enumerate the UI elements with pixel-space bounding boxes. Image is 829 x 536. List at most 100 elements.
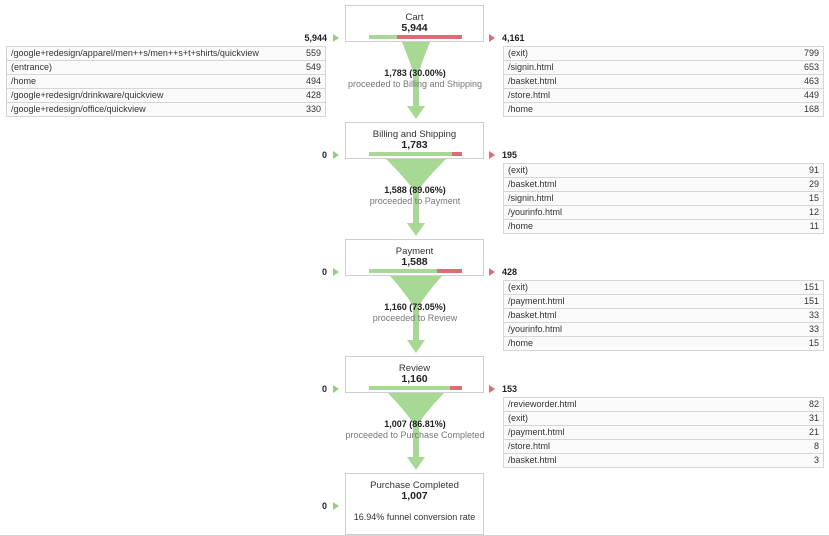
proceed-destination: proceeded to Payment [369, 196, 461, 206]
table-row[interactable]: /yourinfo.html 12 [503, 206, 824, 220]
row-label: /store.html [508, 90, 551, 100]
row-label: (exit) [508, 282, 528, 292]
row-label: (entrance) [11, 62, 53, 72]
row-value: 428 [305, 90, 321, 100]
entry-count: 0 [321, 384, 327, 394]
entry-arrow-icon [333, 268, 339, 276]
proceed-count: 1,160 (73.05%) [384, 302, 446, 312]
row-value: 168 [803, 104, 819, 114]
proceed-count: 1,783 (30.00%) [384, 68, 446, 78]
row-value: 21 [808, 427, 819, 437]
row-label: /yourinfo.html [508, 207, 563, 217]
table-row[interactable]: /basket.html 29 [503, 178, 824, 192]
bar-exit-fill [451, 152, 462, 156]
funnel-step-purchase-completed[interactable]: Purchase Completed 1,007 16.94% funnel c… [345, 473, 484, 535]
row-label: (exit) [508, 48, 528, 58]
row-label: /store.html [508, 441, 551, 451]
funnel-step-review[interactable]: Review 1,160 [345, 356, 484, 393]
funnel-shape-icon [386, 159, 446, 236]
row-label: /google+redesign/office/quickview [11, 104, 146, 114]
proceed-destination: proceeded to Review [372, 313, 458, 323]
entry-count: 0 [321, 150, 327, 160]
bar-proceed-fill [369, 35, 397, 39]
funnel-step-cart[interactable]: Cart 5,944 [345, 5, 484, 42]
row-value: 151 [803, 282, 819, 292]
table-row[interactable]: (exit)91 [503, 164, 824, 178]
step-count: 1,588 [401, 256, 428, 268]
row-value: 151 [803, 296, 819, 306]
step-bar [369, 386, 462, 390]
table-row[interactable]: /store.html 8 [503, 440, 824, 454]
funnel-connector-1 [386, 42, 446, 122]
exit-table-review: /revieworder.html 82 (exit)31 /payment.ht… [503, 397, 824, 468]
table-row[interactable]: (exit)31 [503, 412, 824, 426]
row-label: /basket.html [508, 455, 557, 465]
bar-exit-fill [449, 386, 462, 390]
table-row[interactable]: /google+redesign/apparel/men++s/men++s+t… [6, 47, 326, 61]
step-bar [369, 35, 462, 39]
row-label: /signin.html [508, 62, 554, 72]
row-value: 33 [808, 324, 819, 334]
table-row[interactable]: (exit)799 [503, 47, 824, 61]
table-row[interactable]: (entrance)549 [6, 61, 326, 75]
step-bar [369, 269, 462, 273]
step-count: 5,944 [401, 22, 428, 34]
step-name: Purchase Completed [370, 480, 459, 491]
table-row[interactable]: /revieworder.html 82 [503, 398, 824, 412]
row-label: /revieworder.html [508, 399, 577, 409]
funnel-shape-icon [390, 276, 442, 353]
row-value: 12 [808, 207, 819, 217]
exit-arrow-icon [489, 385, 495, 393]
row-label: /basket.html [508, 310, 557, 320]
funnel-step-payment[interactable]: Payment 1,588 [345, 239, 484, 276]
table-row[interactable]: /yourinfo.html 33 [503, 323, 824, 337]
entry-arrow-icon [333, 34, 339, 42]
proceed-destination: proceeded to Billing and Shipping [347, 79, 483, 89]
table-row[interactable]: /google+redesign/office/quickview 330 [6, 103, 326, 117]
exit-arrow-icon [489, 151, 495, 159]
row-value: 8 [813, 441, 819, 451]
row-label: (exit) [508, 413, 528, 423]
row-label: /basket.html [508, 179, 557, 189]
exit-arrow-icon [489, 34, 495, 42]
step-name: Review [398, 363, 431, 374]
entry-arrow-icon [333, 151, 339, 159]
row-label: /google+redesign/apparel/men++s/men++s+t… [11, 48, 259, 58]
proceed-label-2: 1,588 (89.06%) proceeded to Payment [345, 185, 485, 206]
proceed-label-3: 1,160 (73.05%) proceeded to Review [345, 302, 485, 323]
exit-count: 153 [502, 384, 518, 394]
bar-exit-fill [436, 269, 462, 273]
entry-count: 0 [321, 501, 327, 511]
row-label: /yourinfo.html [508, 324, 563, 334]
entrance-table: /google+redesign/apparel/men++s/men++s+t… [6, 46, 326, 117]
row-value: 330 [305, 104, 321, 114]
proceed-count: 1,588 (89.06%) [384, 185, 446, 195]
entry-arrow-icon [333, 385, 339, 393]
exit-count: 428 [502, 267, 518, 277]
entry-count: 5,944 [304, 33, 327, 43]
step-bar [369, 152, 462, 156]
row-label: /basket.html [508, 76, 557, 86]
funnel-step-billing[interactable]: Billing and Shipping 1,783 [345, 122, 484, 159]
row-value: 29 [808, 179, 819, 189]
step-count: 1,783 [401, 139, 428, 151]
table-row[interactable]: (exit) 151 [503, 281, 824, 295]
funnel-shape-icon [388, 393, 444, 470]
funnel-connector-2 [386, 159, 446, 239]
row-value: 82 [808, 399, 819, 409]
